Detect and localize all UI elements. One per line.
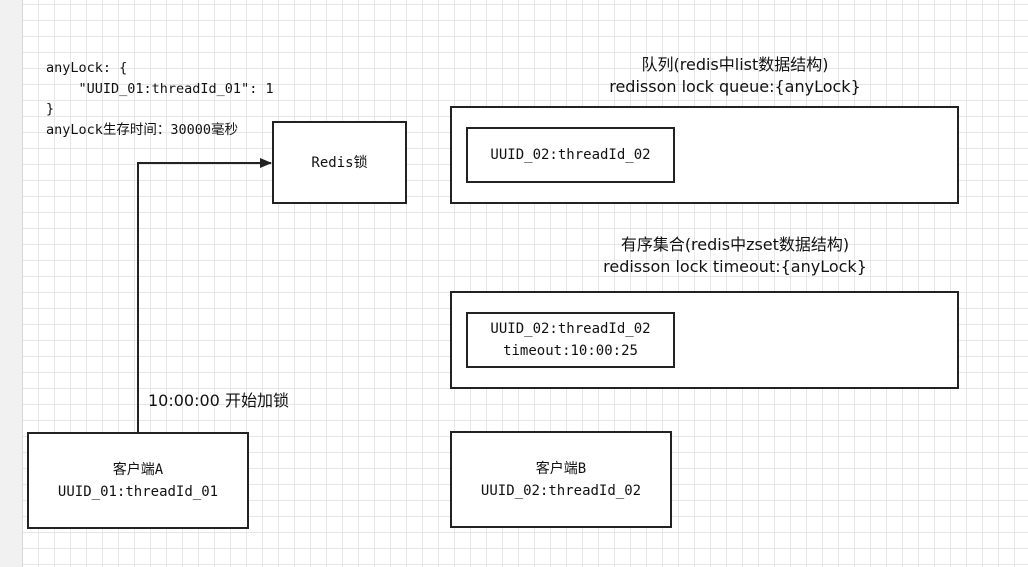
queue-item[interactable]: UUID_02:threadId_02 <box>466 127 675 183</box>
canvas-left-edge <box>0 0 23 567</box>
client-a-id: UUID_01:threadId_01 <box>57 483 219 500</box>
zset-item-id: UUID_02:threadId_02 <box>490 321 651 337</box>
zset-title: 有序集合(redis中zset数据结构) redisson lock timeo… <box>560 234 910 278</box>
lock-note-line-1: anyLock: { <box>46 60 128 76</box>
client-b-name: 客户端B <box>535 460 587 477</box>
lock-note-line-3: } <box>46 101 55 117</box>
queue-key-text: redisson lock queue:{anyLock} <box>609 77 861 96</box>
queue-title-text: 队列(redis中list数据结构) <box>641 55 829 74</box>
zset-title-text: 有序集合(redis中zset数据结构) <box>620 235 850 254</box>
redis-lock-label: Redis锁 <box>311 154 368 171</box>
zset-item-timeout: timeout:10:00:25 <box>503 343 638 359</box>
lock-note-line-2: "UUID_01:threadId_01": 1 <box>46 80 274 97</box>
client-b-id: UUID_02:threadId_02 <box>480 482 642 499</box>
queue-title: 队列(redis中list数据结构) redisson lock queue:{… <box>560 54 910 98</box>
client-a-name: 客户端A <box>112 461 164 478</box>
redis-lock-node[interactable]: Redis锁 <box>272 121 407 204</box>
client-a-node[interactable]: 客户端A UUID_01:threadId_01 <box>27 432 249 529</box>
lock-note-line-4: anyLock生存时间：30000毫秒 <box>46 121 239 138</box>
queue-item-label: UUID_02:threadId_02 <box>490 147 651 163</box>
zset-item[interactable]: UUID_02:threadId_02 timeout:10:00:25 <box>466 312 675 368</box>
zset-key-text: redisson lock timeout:{anyLock} <box>603 257 867 276</box>
lock-state-note: anyLock: { "UUID_01:threadId_01": 1 } an… <box>46 58 274 140</box>
lock-request-arrow <box>137 158 272 432</box>
client-b-node[interactable]: 客户端B UUID_02:threadId_02 <box>450 431 672 528</box>
lock-request-label: 10:00:00 开始加锁 <box>148 391 289 410</box>
